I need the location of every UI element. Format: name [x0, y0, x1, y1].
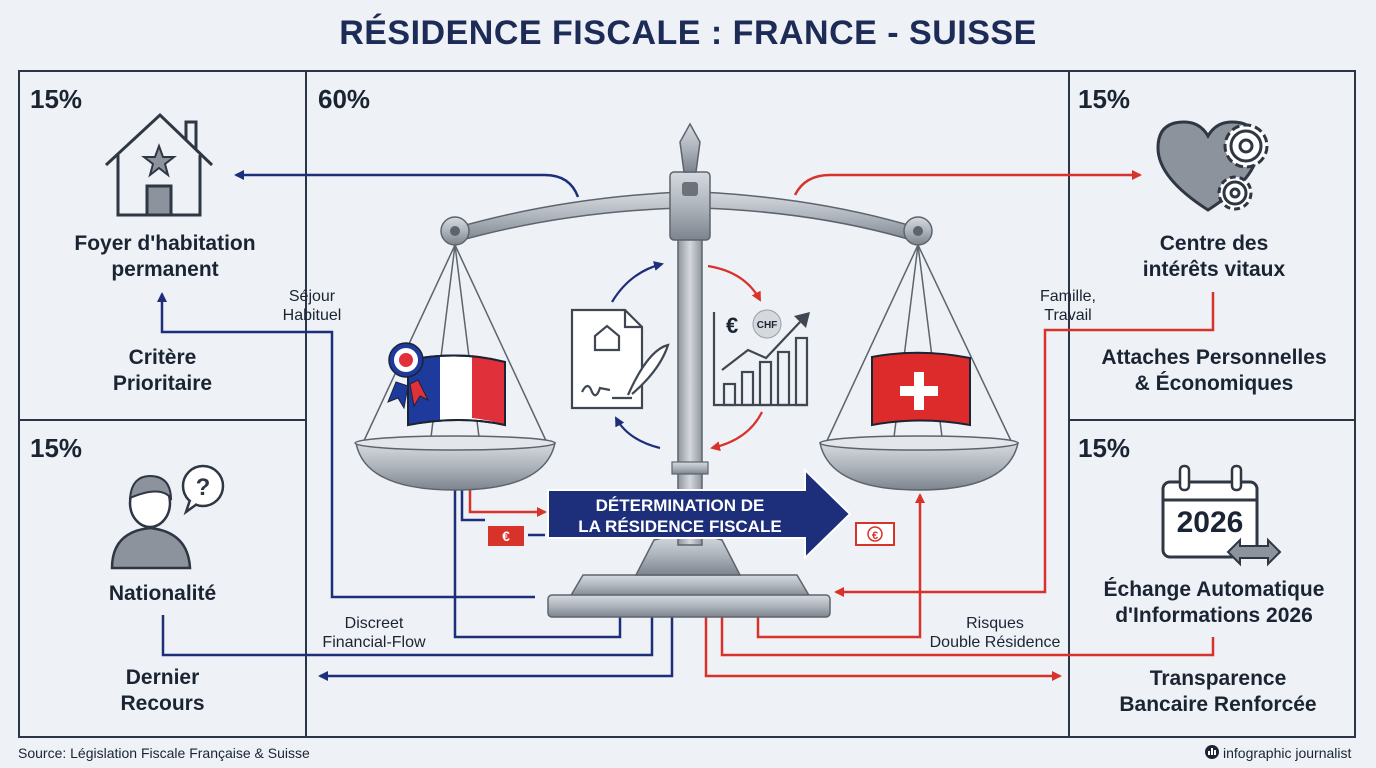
france-flag-icon [387, 342, 506, 427]
euro-tag-icon: € [488, 526, 524, 546]
svg-text:€: € [872, 530, 878, 542]
label-echange: Échange Automatique d'Informations 2026 [1078, 577, 1350, 629]
label-centre-line1: Centre des [1159, 232, 1269, 255]
flow-label-risques-line2: Double Résidence [929, 634, 1061, 651]
label-nationalite: Nationalité [108, 582, 217, 605]
flow-label-risques: Risques Double Résidence [915, 614, 1075, 652]
flow-from-nationalite [161, 615, 654, 657]
label-attaches-line1: Attaches Personnelles [1101, 346, 1327, 369]
label-critere-line1: Critère [128, 346, 197, 369]
footer-source: Source: Législation Fiscale Française & … [18, 745, 310, 761]
flow-risques-loop [756, 493, 925, 639]
flow-euro-in [460, 490, 485, 522]
divider-right [1068, 70, 1070, 738]
flow-discreet-loop [453, 490, 622, 639]
flow-sejour-habituel [157, 292, 535, 599]
label-transparence-line1: Transparence [1149, 667, 1287, 690]
finance-growth-icon: € CHF [712, 309, 810, 407]
flow-to-dernier-recours [318, 617, 674, 681]
pct-center: 60% [318, 84, 371, 114]
label-dernier-line1: Dernier [125, 666, 200, 689]
label-critere-prioritaire: Critère Prioritaire [40, 345, 285, 397]
flow-label-famille-line2: Travail [1044, 307, 1092, 324]
footer-brand: infographic journalist [1223, 745, 1352, 761]
label-centre-interets: Centre des intérêts vitaux [1085, 231, 1343, 283]
pct-nationalite: 15% [30, 433, 83, 463]
label-dernier-recours: Dernier Recours [40, 665, 285, 717]
label-echange-line2: d'Informations 2026 [1115, 604, 1313, 627]
flow-famille-travail [834, 292, 1215, 597]
red-flow-euro [468, 490, 547, 517]
heart-gears-icon [1156, 120, 1269, 212]
switzerland-flag-icon [871, 351, 971, 427]
diagram-frame [18, 70, 1356, 738]
svg-text:CHF: CHF [757, 320, 778, 331]
navy-flow-lines [157, 170, 674, 681]
flow-to-centre-interets [793, 170, 1142, 196]
svg-text:€: € [502, 528, 510, 544]
flow-to-echange [720, 617, 1215, 657]
flow-to-foyer [234, 170, 580, 198]
cycle-arrows [611, 261, 763, 452]
flow-label-risques-line1: Risques [966, 615, 1024, 632]
calendar-icon [1161, 464, 1282, 567]
label-echange-line1: Échange Automatique [1103, 578, 1325, 601]
flow-label-famille-line1: Famille, [1039, 288, 1096, 305]
brand-logo-icon [1205, 745, 1219, 759]
house-icon [104, 112, 214, 217]
label-transparence-line2: Bancaire Renforcée [1119, 693, 1317, 716]
person-question-icon: ? [110, 464, 225, 570]
flow-label-discreet: Discreet Financial-Flow [304, 614, 444, 652]
divider-left [305, 70, 307, 738]
label-centre-line2: intérêts vitaux [1142, 258, 1286, 281]
divider-left-horizontal [18, 419, 307, 421]
label-foyer-line1: Foyer d'habitation [74, 232, 256, 255]
label-foyer: Foyer d'habitation permanent [40, 231, 290, 283]
flow-label-sejour: Séjour Habituel [262, 287, 362, 325]
flow-label-discreet-line1: Discreet [344, 615, 404, 632]
flow-label-discreet-line2: Financial-Flow [322, 634, 426, 651]
pct-foyer: 15% [30, 84, 83, 114]
banner-arrow [547, 467, 852, 561]
red-flow-lines [704, 170, 1215, 681]
banner-line2: LA RÉSIDENCE FISCALE [578, 517, 782, 536]
banknote-icon: € [855, 522, 895, 546]
label-transparence: Transparence Bancaire Renforcée [1078, 666, 1358, 718]
svg-text:?: ? [196, 474, 211, 501]
svg-text:€: € [726, 313, 738, 338]
flow-to-transparence [704, 617, 1062, 681]
calendar-year: 2026 [1176, 506, 1244, 539]
divider-right-horizontal [1068, 419, 1356, 421]
pct-echange: 15% [1078, 433, 1131, 463]
pct-centre-interets: 15% [1078, 84, 1131, 114]
flow-label-sejour-line2: Habituel [282, 307, 342, 324]
flow-label-sejour-line1: Séjour [288, 288, 336, 305]
property-document-icon [570, 308, 670, 410]
label-foyer-line2: permanent [111, 258, 219, 281]
flow-label-famille: Famille, Travail [1018, 287, 1118, 325]
label-attaches-line2: & Économiques [1134, 372, 1294, 395]
banner-text: DÉTERMINATION DE LA RÉSIDENCE FISCALE [555, 495, 805, 537]
label-attaches: Attaches Personnelles & Économiques [1078, 345, 1350, 397]
label-critere-line2: Prioritaire [112, 372, 213, 395]
label-dernier-line2: Recours [120, 692, 205, 715]
page-title: RÉSIDENCE FISCALE : FRANCE - SUISSE [339, 14, 1037, 52]
banner-line1: DÉTERMINATION DE [595, 496, 765, 515]
